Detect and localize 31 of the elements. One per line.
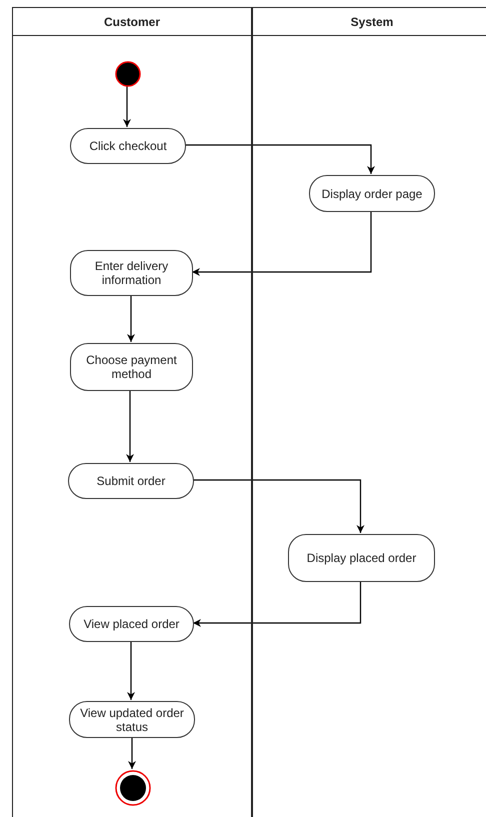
action-label: Submit order: [96, 474, 166, 488]
action-label: Choose payment method: [85, 353, 178, 381]
action-node: [68, 463, 194, 499]
flow-arrow: [192, 211, 372, 276]
action-node: [70, 250, 193, 296]
initial-node: [115, 61, 141, 87]
action-node: [70, 128, 186, 164]
flow-arrow: [193, 581, 362, 627]
action-label: Enter delivery information: [94, 259, 170, 287]
action-label: View updated order status: [79, 706, 185, 734]
flow-arrow: [126, 390, 134, 462]
final-node: [115, 770, 151, 806]
swimlane: [12, 7, 252, 817]
action-node: [69, 606, 194, 642]
action-node: [309, 175, 435, 212]
action-label: View placed order: [84, 617, 180, 631]
flow-arrow: [123, 86, 131, 127]
action-node: [69, 701, 195, 738]
lane-header: System: [253, 8, 486, 36]
lane-header: Customer: [13, 8, 251, 36]
flow-arrow: [185, 144, 375, 174]
flow-arrow: [127, 295, 135, 342]
action-label: Click checkout: [89, 139, 167, 153]
swimlane: [252, 7, 486, 817]
flow-arrow: [127, 641, 135, 700]
action-node: [288, 534, 435, 582]
flow-arrow: [128, 737, 136, 769]
flow-arrow: [193, 479, 364, 533]
action-label: Display placed order: [306, 551, 416, 565]
action-label: Display order page: [322, 186, 422, 200]
action-node: [70, 343, 193, 391]
